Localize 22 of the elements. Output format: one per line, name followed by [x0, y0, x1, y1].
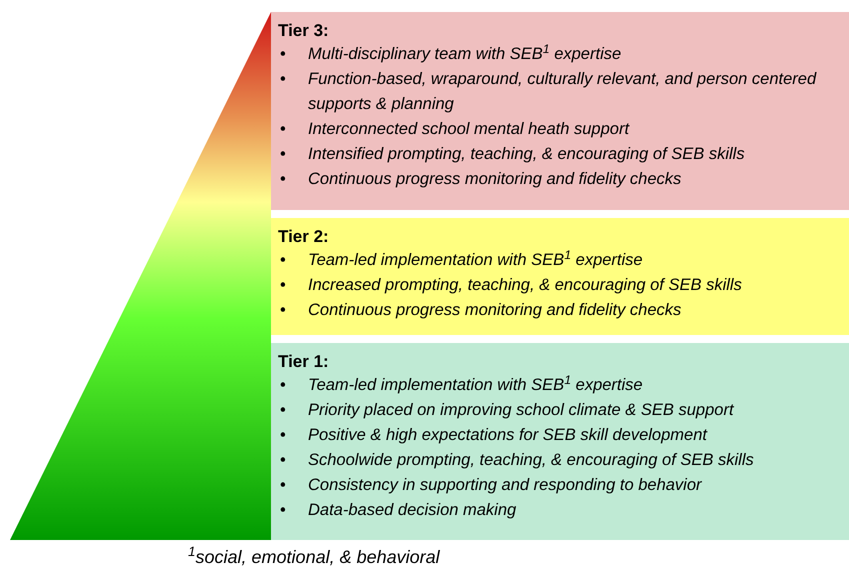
tier-heading: Tier 3:	[278, 20, 329, 42]
bullet-item: • Schoolwide prompting, teaching, & encouraging of SEB skills	[280, 450, 755, 471]
bullet-item: • Consistency in supporting and responding to behavior	[280, 475, 703, 496]
bullet-item: • Interconnected school mental heath support	[280, 119, 630, 140]
tier-box	[271, 343, 849, 540]
bullet-item: • Function-based, wraparound, culturally relevant, and person centered supports & planning	[280, 69, 818, 115]
tier-box	[271, 12, 849, 210]
footnote: $^{1}$social, emotional, & behavioral	[188, 546, 440, 568]
bullet-item: • Priority placed on improving school climate & SEB support	[280, 400, 735, 421]
bullet-item: • Intensified prompting, teaching, & encouraging of SEB skills	[280, 144, 746, 165]
tier-heading: Tier 2:	[278, 226, 329, 248]
bullet-item: • Continuous progress monitoring and fidelity checks	[280, 300, 682, 321]
tier-box	[271, 218, 849, 335]
bullet-item: • Multi-disciplinary team with SEB$^{1}$ expertise	[280, 42, 622, 65]
tier-heading: Tier 1:	[278, 351, 329, 373]
pyramid-gradient	[10, 12, 271, 540]
bullet-item: • Continuous progress monitoring and fidelity checks	[280, 169, 682, 190]
bullet-item: • Team-led implementation with SEB$^{1}$ expertise	[280, 248, 644, 271]
bullet-item: • Team-led implementation with SEB$^{1}$ expertise	[280, 373, 644, 396]
bullet-item: • Data-based decision making	[280, 500, 518, 521]
bullet-item: • Increased prompting, teaching, & encouraging of SEB skills	[280, 275, 743, 296]
bullet-item: • Positive & high expectations for SEB skill development	[280, 425, 708, 446]
